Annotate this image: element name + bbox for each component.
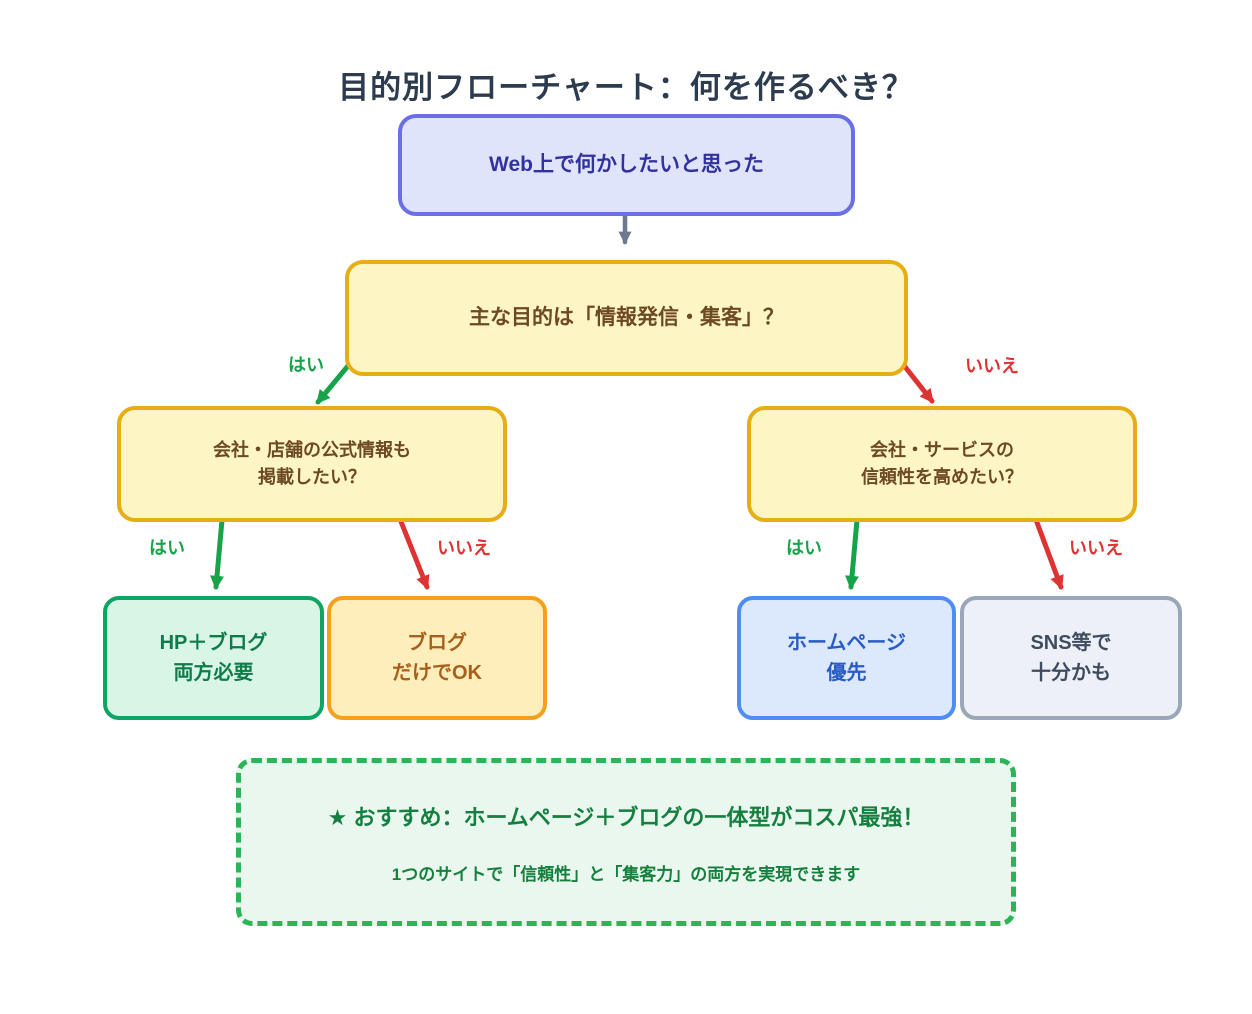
- recommendation-box: ★ おすすめ：ホームページ＋ブログの一体型がコスパ最強！ 1つのサイトで「信頼性…: [236, 758, 1016, 926]
- node-question-official-info-line1: 会社・店舗の公式情報も: [213, 440, 411, 460]
- node-result-blog-only: ブログ だけでOK: [327, 596, 547, 720]
- edge-label-main-no: いいえ: [965, 356, 1019, 376]
- edge-label-right-yes: はい: [786, 538, 822, 558]
- node-result-sns-enough: SNS等で 十分かも: [960, 596, 1182, 720]
- node-result-blog-only-line1: ブログ: [407, 632, 467, 654]
- node-result-sns-enough-line1: SNS等で: [1030, 632, 1112, 654]
- flowchart-title: 目的別フローチャート：何を作るべき？: [338, 70, 914, 105]
- node-result-sns-enough-line2: 十分かも: [1031, 662, 1111, 684]
- node-question-main: 主な目的は「情報発信・集客」？: [345, 260, 908, 376]
- node-result-hp-plus-blog-line2: 両方必要: [173, 662, 254, 684]
- node-result-hp-plus-blog: HP＋ブログ 両方必要: [103, 596, 324, 720]
- node-result-homepage-first-line2: 優先: [826, 662, 867, 684]
- node-result-hp-plus-blog-line1: HP＋ブログ: [159, 632, 268, 654]
- node-question-official-info-line2: 掲載したい？: [258, 467, 366, 487]
- edge-label-left-yes: はい: [149, 538, 185, 558]
- edge-label-left-no: いいえ: [437, 538, 491, 558]
- node-start-label: Web上で何かしたいと思った: [489, 153, 764, 177]
- node-start: Web上で何かしたいと思った: [398, 114, 855, 216]
- node-result-homepage-first: ホームページ 優先: [737, 596, 956, 720]
- node-result-homepage-first-line1: ホームページ: [787, 632, 906, 654]
- recommendation-subtext: 1つのサイトで「信頼性」と「集客力」の両方を実現できます: [391, 864, 861, 884]
- node-question-trust: 会社・サービスの 信頼性を高めたい？: [747, 406, 1137, 522]
- node-question-trust-line2: 信頼性を高めたい？: [861, 467, 1023, 487]
- edge-label-right-no: いいえ: [1069, 538, 1123, 558]
- node-question-trust-line1: 会社・サービスの: [870, 440, 1014, 460]
- recommendation-headline: ★ おすすめ：ホームページ＋ブログの一体型がコスパ最強！: [327, 804, 925, 830]
- node-question-official-info: 会社・店舗の公式情報も 掲載したい？: [117, 406, 507, 522]
- node-result-blog-only-line2: だけでOK: [392, 662, 482, 684]
- node-question-main-label: 主な目的は「情報発信・集客」？: [469, 306, 784, 330]
- edge-label-main-yes: はい: [288, 355, 324, 375]
